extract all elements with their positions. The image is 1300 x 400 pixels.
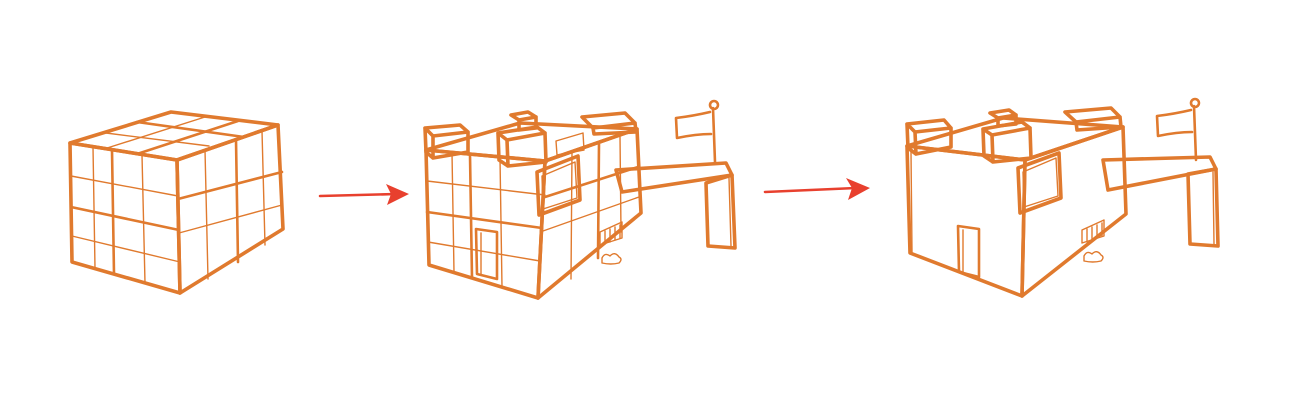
cube-top-grid [103, 116, 246, 156]
castle-right-grid [542, 135, 640, 280]
partial-castle [423, 99, 737, 300]
battlements [423, 110, 638, 168]
castle-right-face [1020, 125, 1128, 298]
flag-icon [1155, 97, 1201, 162]
castle-door [474, 227, 499, 281]
castle-front-grid [425, 152, 546, 288]
castle-grate [1081, 219, 1105, 263]
castle-right-face [536, 127, 643, 300]
flag-icon [674, 99, 720, 164]
walkway-arm [1101, 155, 1220, 248]
castle-window [535, 154, 582, 217]
cube-right-grid [176, 130, 284, 280]
castle-grate [599, 221, 623, 265]
arrow-right-icon [318, 184, 409, 205]
castle-window [1016, 151, 1063, 215]
grid-cube [68, 110, 285, 295]
walkway-arm [614, 161, 737, 250]
finished-castle [905, 97, 1220, 298]
castle-door [956, 224, 981, 279]
cube-front-grid [69, 146, 181, 284]
battlements [905, 106, 1123, 164]
arrow-right-icon [763, 178, 870, 200]
